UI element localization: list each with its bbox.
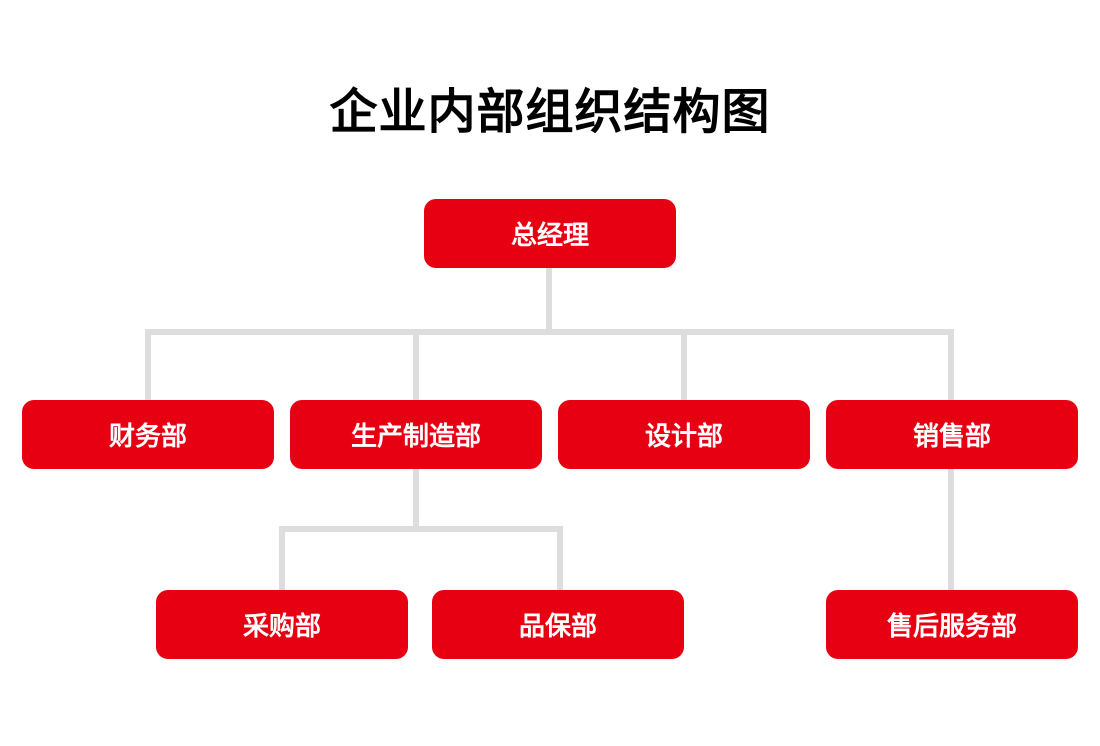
node-quality: 品保部 [432, 590, 684, 659]
node-design: 设计部 [558, 400, 810, 469]
node-sales: 销售部 [826, 400, 1078, 469]
node-general-manager: 总经理 [424, 199, 676, 268]
diagram-title: 企业内部组织结构图 [329, 84, 771, 140]
node-production: 生产制造部 [290, 400, 542, 469]
node-after-sales: 售后服务部 [826, 590, 1078, 659]
node-finance: 财务部 [22, 400, 274, 469]
node-purchasing: 采购部 [156, 590, 408, 659]
